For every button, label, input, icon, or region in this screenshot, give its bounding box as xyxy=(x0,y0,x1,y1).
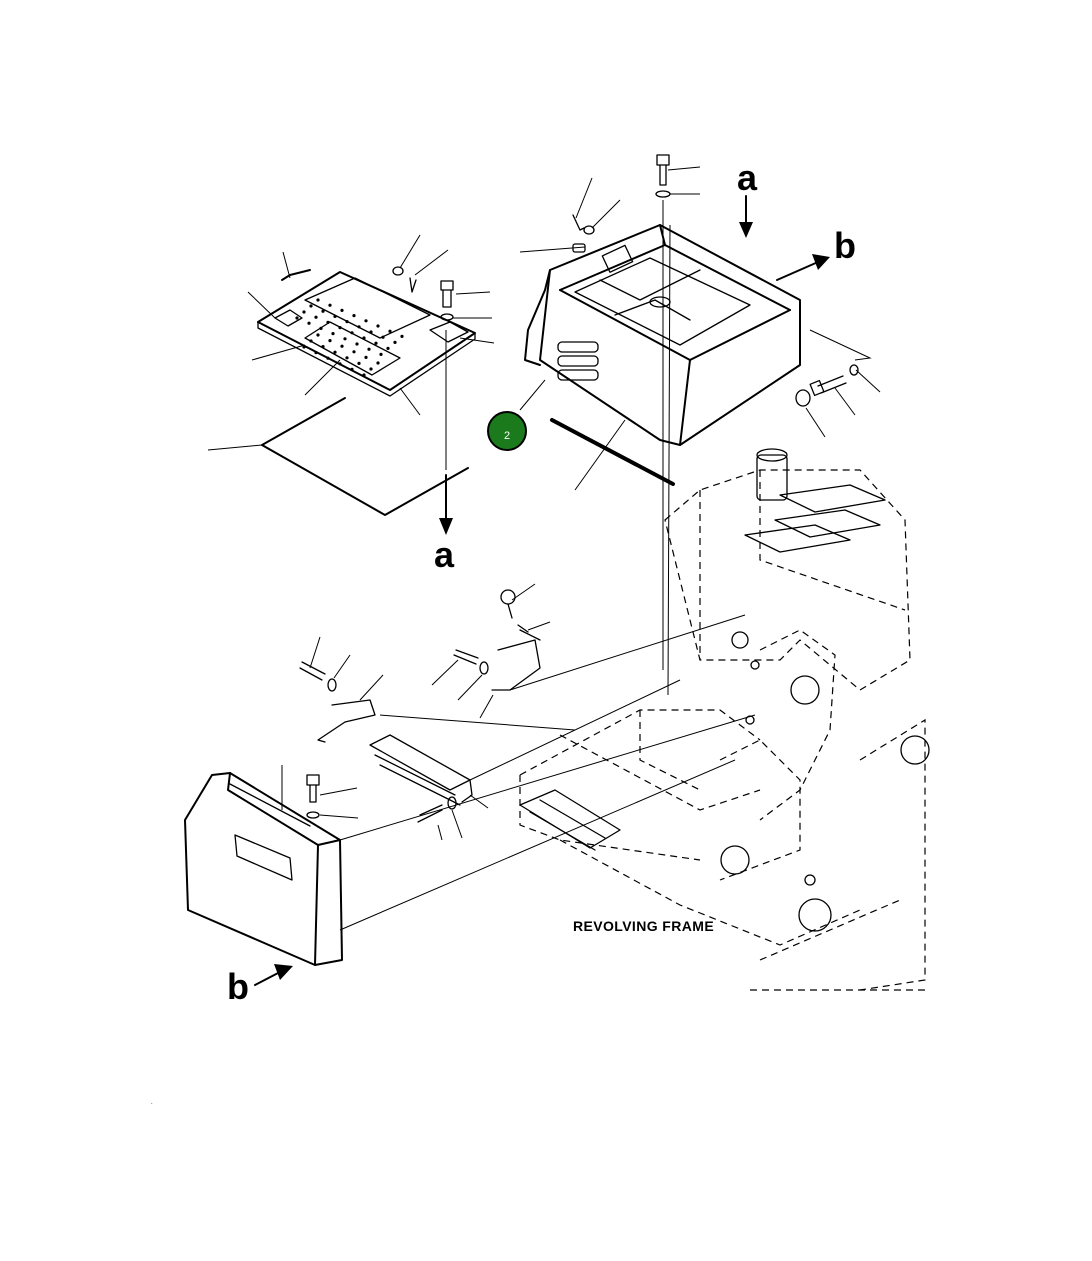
lid-hole xyxy=(302,345,306,349)
lid-hole xyxy=(321,345,325,349)
lid-hole xyxy=(367,347,371,351)
lid-hole xyxy=(381,335,385,339)
bracket-bolts xyxy=(299,589,529,823)
lid-hole xyxy=(345,356,349,360)
side-door xyxy=(184,772,343,966)
lid-hole xyxy=(314,351,318,355)
tool-box-lid xyxy=(257,271,476,397)
lid-hole xyxy=(338,362,342,366)
lid-hole xyxy=(386,346,390,350)
lid-hole xyxy=(326,356,330,360)
lid-hole xyxy=(362,336,366,340)
lid-hole xyxy=(352,350,356,354)
lid-hole xyxy=(379,352,383,356)
revolving-frame xyxy=(519,448,930,991)
lid-hole xyxy=(362,373,366,377)
leader-lines-brackets xyxy=(309,583,551,841)
lid-hole xyxy=(316,298,320,302)
lid-hole xyxy=(374,341,378,345)
leader-lines-lid xyxy=(247,234,495,416)
ref-letter-b-upper: b xyxy=(834,225,856,266)
lid-hole xyxy=(340,344,344,348)
ref-letter-a-upper: a xyxy=(737,157,758,198)
lid-hole xyxy=(369,330,373,334)
lid-hole xyxy=(369,367,373,371)
arrow-b-upper xyxy=(776,254,830,281)
lid-holes xyxy=(295,298,404,377)
lid-hole xyxy=(309,304,313,308)
lid-hole xyxy=(340,308,344,312)
lid-small-parts xyxy=(392,266,454,321)
arrow-a-lower xyxy=(439,474,453,535)
lid-hole xyxy=(314,315,318,319)
bolt-top xyxy=(655,154,671,198)
lid-hole xyxy=(400,334,404,338)
lid-rod xyxy=(281,269,311,281)
lid-hole xyxy=(350,331,354,335)
stray-dot: . xyxy=(151,1100,153,1106)
lid-hole xyxy=(331,332,335,336)
lid-hole xyxy=(316,333,320,337)
pin-parts xyxy=(572,214,595,253)
lid-hole xyxy=(364,319,368,323)
arrow-b-lower xyxy=(254,964,293,986)
lid-hole xyxy=(357,361,361,365)
lid-hole xyxy=(343,337,347,341)
leader-lines-toolbox xyxy=(519,166,881,491)
lid-seal xyxy=(207,397,469,516)
lid-hole xyxy=(352,314,356,318)
lid-hole xyxy=(333,350,337,354)
callout-badge[interactable]: 2 xyxy=(487,411,527,451)
lid-hole xyxy=(376,361,380,365)
seal-strip xyxy=(550,418,675,486)
lid-hole xyxy=(307,321,311,325)
door-bolts xyxy=(281,765,359,819)
lid-hole xyxy=(364,355,368,359)
lid-hole xyxy=(328,303,332,307)
lid-hole xyxy=(319,326,323,330)
lid-hole xyxy=(295,316,299,320)
lid-hole xyxy=(309,339,313,343)
lid-hole xyxy=(388,329,392,333)
lid-hole xyxy=(345,320,349,324)
lid-hole xyxy=(333,314,337,318)
ref-letter-a-lower: a xyxy=(434,534,455,575)
lid-hole xyxy=(393,340,397,344)
step-brackets xyxy=(317,629,541,806)
ref-letter-b-lower: b xyxy=(227,966,249,1007)
lid-hole xyxy=(328,339,332,343)
lid-hole xyxy=(338,326,342,330)
reference-lines xyxy=(339,200,756,931)
revolving-frame-caption: REVOLVING FRAME xyxy=(573,918,714,934)
lid-hole xyxy=(326,320,330,324)
lid-hole xyxy=(355,342,359,346)
bolt-side xyxy=(795,364,859,407)
lid-hole xyxy=(302,310,306,314)
lid-hole xyxy=(357,325,361,329)
lid-hole xyxy=(376,324,380,328)
callout-number: 2 xyxy=(504,430,510,442)
lid-hole xyxy=(321,309,325,313)
arrow-a-upper xyxy=(739,195,753,238)
lid-hole xyxy=(350,367,354,371)
